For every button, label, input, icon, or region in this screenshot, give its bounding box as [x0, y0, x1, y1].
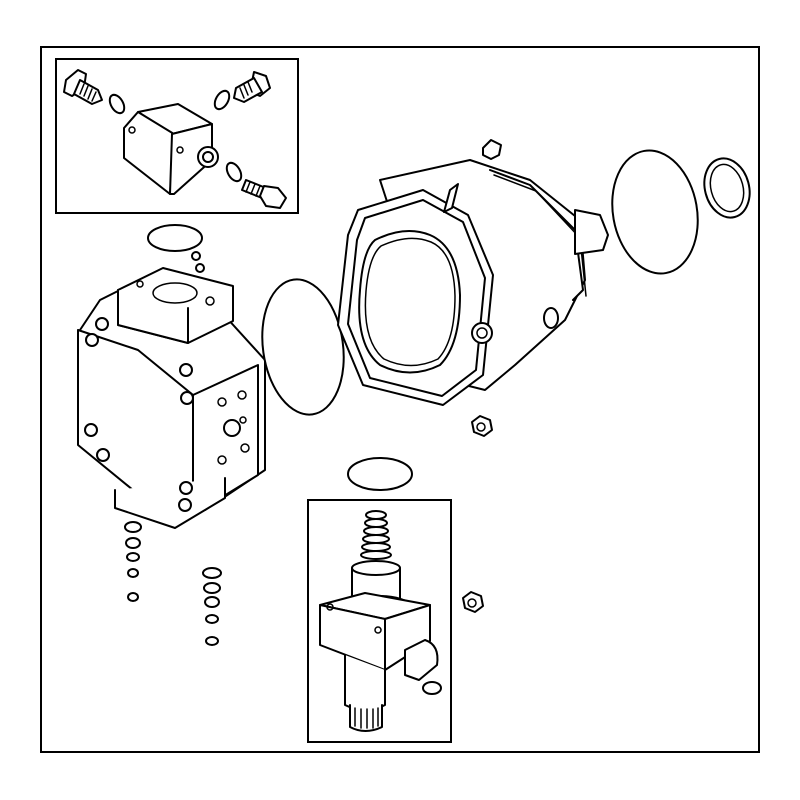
gasket-top [147, 224, 203, 252]
valve-block [123, 103, 219, 195]
nut-middle [471, 415, 493, 437]
o-ring [225, 161, 243, 183]
seal-ring [703, 157, 751, 219]
gasket-large [261, 278, 345, 416]
o-ring [108, 93, 126, 115]
inset-pressure-valve [307, 499, 452, 743]
gasket-valve [347, 457, 413, 491]
housing-bolts [84, 317, 194, 512]
o-ring-small [195, 263, 205, 273]
o-ring-set-right [202, 567, 222, 646]
plug-bottom [241, 179, 287, 209]
nut-top [482, 139, 502, 160]
pump-body [337, 139, 609, 406]
o-ring-small [191, 251, 201, 261]
diagram-frame [40, 46, 760, 753]
control-housing [77, 267, 266, 529]
plug-top-left [63, 69, 103, 105]
spring [360, 510, 392, 560]
gasket-right [611, 149, 699, 275]
o-ring-set-left [124, 521, 142, 602]
inset-valve-block [55, 58, 299, 214]
plug-top-right [233, 71, 271, 103]
o-ring [213, 89, 231, 111]
nut-lower [462, 591, 484, 613]
